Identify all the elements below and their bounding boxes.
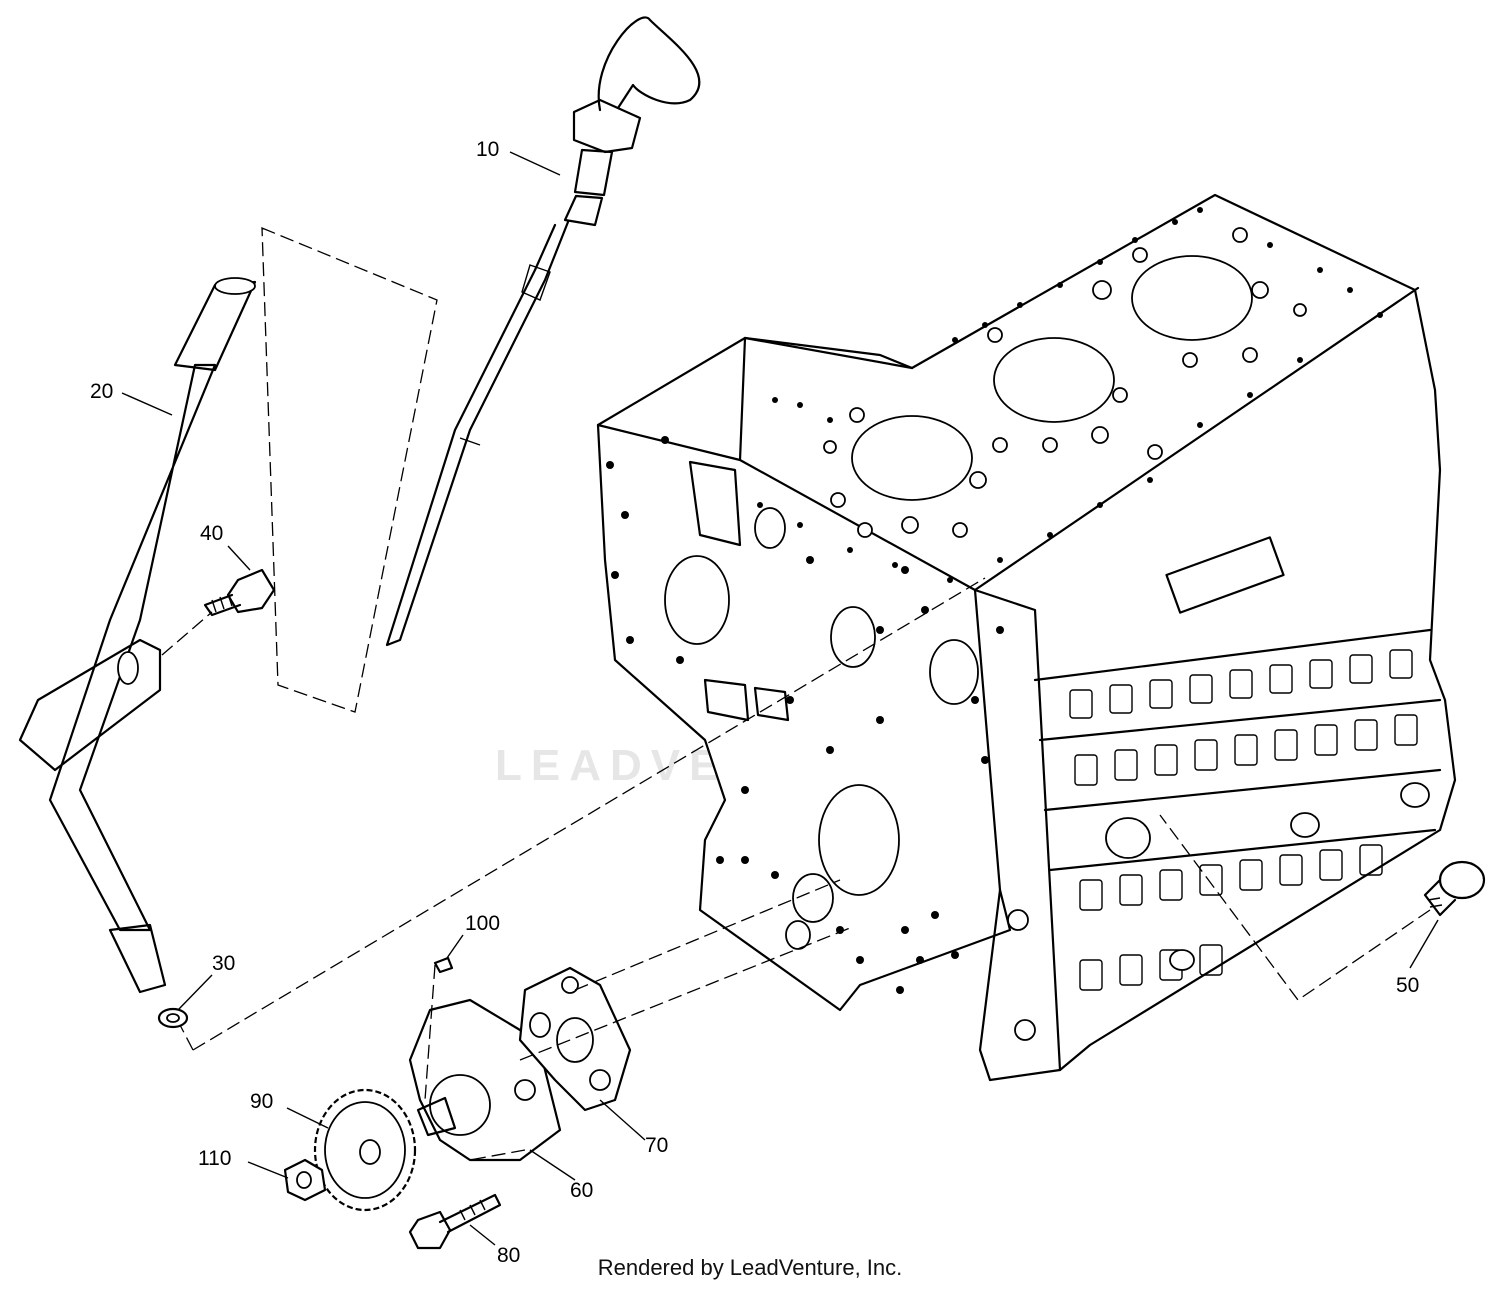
gasket	[518, 966, 632, 1112]
callout-20[interactable]: 20	[90, 380, 113, 403]
plug-50	[1423, 860, 1486, 917]
callout-10[interactable]: 10	[476, 138, 499, 161]
dipstick	[385, 16, 701, 647]
dipstick-guide-tube	[18, 277, 257, 994]
nut	[283, 1158, 327, 1202]
drive-gear	[313, 1088, 417, 1212]
callout-100[interactable]: 100	[465, 912, 500, 935]
callout-70[interactable]: 70	[645, 1134, 668, 1157]
render-credit: Rendered by LeadVenture, Inc.	[597, 1255, 903, 1280]
assembly-lines	[161, 227, 1431, 1161]
callout-80[interactable]: 80	[497, 1244, 520, 1267]
key	[433, 956, 454, 974]
callout-60[interactable]: 60	[570, 1179, 593, 1202]
engine-block	[596, 193, 1457, 1082]
callout-40[interactable]: 40	[200, 522, 223, 545]
callout-labels: 10 20 30 40 50 60 70 80 90 100 110	[90, 138, 1419, 1267]
bolt-80	[408, 1193, 502, 1250]
callout-90[interactable]: 90	[250, 1090, 273, 1113]
callout-leaders	[121, 151, 1439, 1246]
callout-110[interactable]: 110	[198, 1147, 231, 1170]
callout-30[interactable]: 30	[212, 952, 235, 975]
bolt-40	[203, 568, 276, 617]
callout-50[interactable]: 50	[1396, 974, 1419, 997]
